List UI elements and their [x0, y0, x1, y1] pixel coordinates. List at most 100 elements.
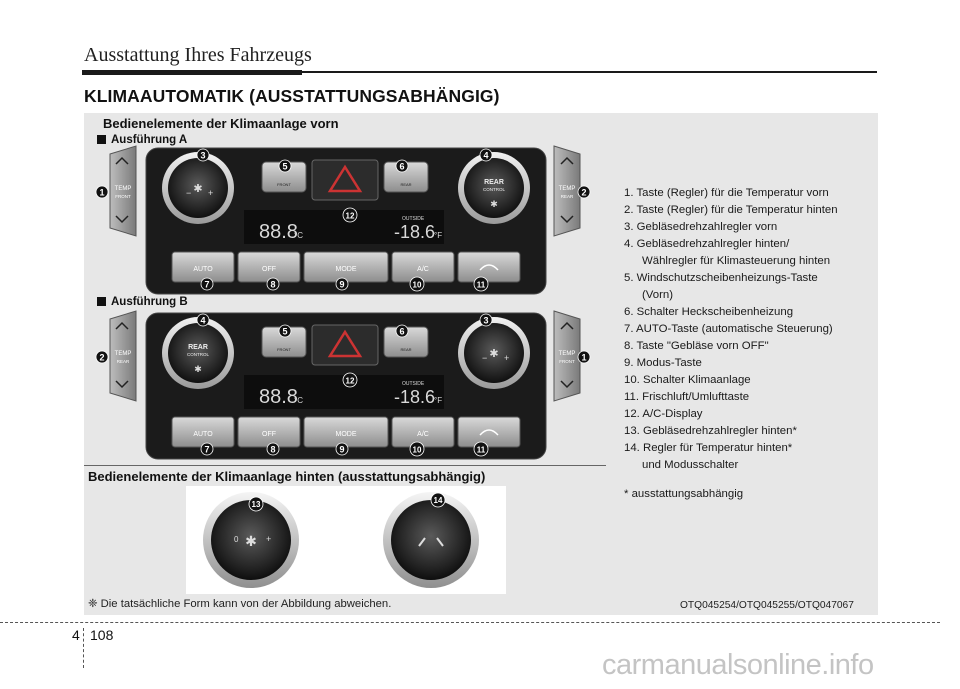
callout-b-8: 8 [270, 445, 275, 455]
callout-b-10: 10 [413, 446, 422, 455]
display-outside: OUTSIDE [402, 381, 425, 387]
callout-b-6: 6 [399, 327, 404, 337]
auto-button-label: AUTO [193, 266, 213, 273]
rear-control-text: REAR [188, 344, 208, 351]
display-unit-c: °C [294, 231, 303, 240]
legend-item-14: 14. Regler für Temperatur hinten* [624, 442, 793, 454]
callout-a-3: 3 [200, 151, 205, 161]
legend-item-6: 6. Schalter Heckscheibenheizung [624, 306, 794, 318]
svg-text:−: − [482, 353, 487, 363]
bottom-button-row-a: AUTO OFF MODE A/C [171, 251, 521, 283]
legend-item-2: 2. Taste (Regler) für die Temperatur hin… [624, 204, 838, 216]
header-rule [302, 71, 877, 73]
section-divider [84, 465, 606, 466]
page-number: 108 [90, 627, 114, 643]
callout-a-7: 7 [204, 280, 209, 290]
chapter-number: 4 [72, 627, 80, 643]
auto-button-label: AUTO [193, 431, 213, 438]
callout-a-12: 12 [346, 212, 355, 221]
rear-temp-mode-knob [383, 492, 479, 588]
callout-a-8: 8 [270, 280, 275, 290]
svg-text:✱: ✱ [490, 199, 498, 209]
rear-control-subtext: CONTROL [187, 352, 209, 357]
footer-rule [0, 622, 940, 623]
watermark: carmanualsonline.info [602, 649, 874, 681]
callout-a-6: 6 [399, 162, 404, 172]
display-left-temp: 88.8 [259, 386, 298, 408]
front-defrost-label: FRONT [277, 182, 291, 187]
legend-item-14-cont: und Modusschalter [642, 459, 739, 471]
legend-item-3: 3. Gebläsedrehzahlregler vorn [624, 221, 778, 233]
callout-a-11: 11 [477, 281, 486, 290]
figure-note: ❈ Die tatsächliche Form kann von der Abb… [88, 598, 392, 610]
legend-footnote: * ausstattungsabhängig [624, 488, 744, 500]
callout-a-5: 5 [282, 162, 287, 172]
variant-a-text: Ausführung A [111, 134, 188, 146]
legend-item-12: 12. A/C-Display [624, 408, 703, 420]
callout-b-3: 3 [483, 316, 488, 326]
callout-13: 13 [252, 500, 261, 509]
svg-text:✱: ✱ [194, 364, 202, 374]
legend-item-4-cont: Wählregler für Klimasteuerung hinten [642, 255, 831, 267]
display-right-temp: -18.6 [394, 387, 435, 407]
svg-text:✱: ✱ [489, 348, 498, 360]
variant-b-text: Ausführung B [111, 296, 188, 308]
callout-a-1: 1 [99, 188, 104, 198]
callouts-rear: 13 14 [248, 492, 446, 512]
svg-text:−: − [186, 188, 191, 198]
callout-a-2: 2 [581, 188, 586, 198]
off-button-label: OFF [262, 431, 276, 438]
front-label: FRONT [559, 359, 575, 364]
svg-text:✱: ✱ [193, 183, 202, 195]
header-title: Ausstattung Ihres Fahrzeugs [84, 44, 312, 66]
legend-item-4: 4. Gebläsedrehzahlregler hinten/ [624, 238, 790, 250]
ac-button-label: A/C [417, 431, 429, 438]
image-codes: OTQ045254/OTQ045255/OTQ047067 [680, 600, 854, 611]
rear-defrost-label: REAR [400, 347, 411, 352]
front-controls-heading: Bedienelemente der Klimaanlage vorn [103, 116, 339, 131]
rear-control-knob: REAR CONTROL ✱ [458, 152, 530, 224]
temp-label: TEMP [115, 351, 132, 357]
legend-item-9: 9. Modus-Taste [624, 357, 702, 369]
temp-label: TEMP [559, 351, 576, 357]
rear-temp-rocker-b: TEMP REAR [109, 310, 137, 402]
display-right-temp: -18.6 [394, 222, 435, 242]
rear-defrost-label: REAR [400, 182, 411, 187]
legend-item-8: 8. Taste "Gebläse vorn OFF" [624, 340, 769, 352]
header-tab-bar [82, 70, 302, 75]
ac-button-label: A/C [417, 266, 429, 273]
svg-text:0: 0 [234, 535, 239, 544]
rear-temp-rocker: TEMP REAR [553, 145, 581, 237]
off-button-label: OFF [262, 266, 276, 273]
callout-b-4: 4 [200, 316, 205, 326]
rear-controls-heading: Bedienelemente der Klimaanlage hinten (a… [88, 469, 486, 484]
callout-b-9: 9 [339, 445, 344, 455]
svg-text:+: + [504, 353, 509, 363]
callout-b-1: 1 [581, 353, 586, 363]
callout-b-11: 11 [477, 446, 486, 455]
variant-b-label: Ausführung B [97, 296, 188, 308]
section-title: KLIMAAUTOMATIK (AUSSTATTUNGSABHÄNGIG) [84, 86, 500, 106]
svg-text:✱: ✱ [245, 533, 257, 549]
legend-item-13: 13. Gebläsedrehzahlregler hinten* [624, 425, 797, 437]
callout-a-9: 9 [339, 280, 344, 290]
callouts-a: 1 2 3 4 5 6 7 8 9 10 11 12 [95, 148, 591, 292]
variant-a-panel: TEMP FRONT TEMP REAR − + ✱ REAR CONTROL … [95, 145, 591, 295]
temp-label: TEMP [115, 186, 132, 192]
front-fan-knob: − + ✱ [162, 152, 234, 224]
legend-list: 1. Taste (Regler) für die Temperatur vor… [624, 185, 874, 503]
mode-button-label: MODE [336, 266, 357, 273]
rear-fan-knob: 0 + ✱ [203, 492, 299, 588]
front-panel-illustrations: TEMP FRONT TEMP REAR − + ✱ REAR CONTROL … [95, 145, 591, 460]
front-label: FRONT [115, 194, 131, 199]
display-unit-c: °C [294, 396, 303, 405]
display-unit-f: °F [434, 231, 442, 240]
rear-knobs-illustration: 0 + ✱ 13 14 [186, 486, 506, 594]
svg-text:+: + [266, 534, 271, 544]
callout-14: 14 [434, 496, 443, 505]
front-temp-rocker: TEMP FRONT [109, 145, 137, 237]
hazard-button [311, 159, 379, 201]
legend-item-10: 10. Schalter Klimaanlage [624, 374, 751, 386]
hazard-button-b [311, 324, 379, 366]
display-left-temp: 88.8 [259, 221, 298, 243]
